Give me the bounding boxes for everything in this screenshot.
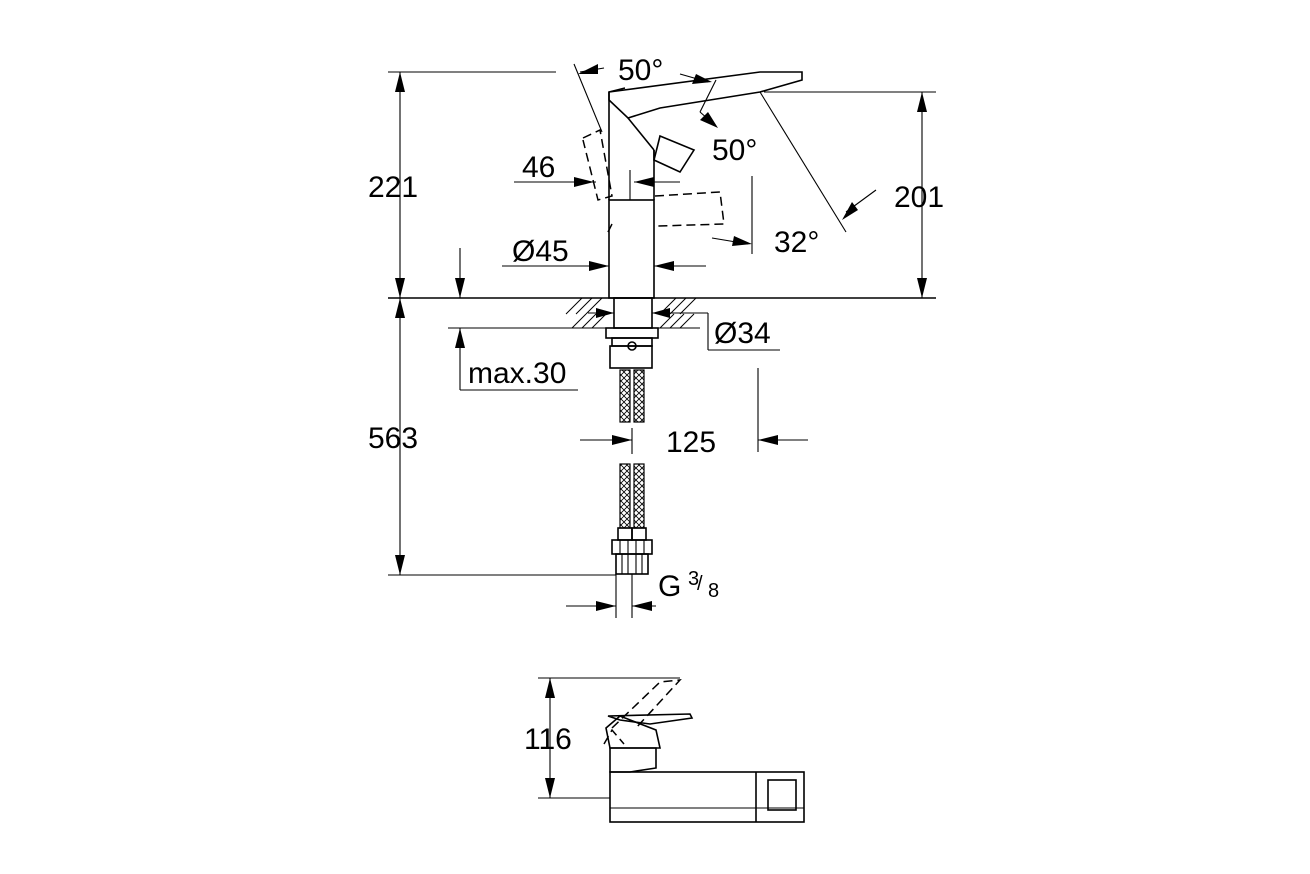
lever-dashed-left	[582, 128, 613, 201]
label-thread-numerator: 3	[688, 568, 699, 590]
dim-d34-lines	[588, 308, 780, 351]
label-angle-top: 50°	[618, 54, 663, 87]
faucet-body-lower	[608, 199, 655, 299]
dim-d45-lines	[502, 261, 706, 271]
base-side	[609, 747, 657, 773]
lever-dashed-right	[654, 191, 725, 227]
handle-side	[607, 713, 694, 725]
hose-right-upper	[633, 369, 645, 423]
aerator-outlet	[767, 779, 797, 811]
svg-text:/: /	[697, 573, 703, 595]
label-height-221: 221	[368, 171, 418, 204]
hose-fittings	[611, 527, 653, 575]
dim-angle-right-lines	[699, 111, 718, 128]
faucet-side-view	[538, 677, 805, 823]
label-diameter-34: Ø34	[714, 317, 771, 350]
dim-angle-top-lines	[573, 63, 717, 133]
label-thread-g: G	[658, 570, 681, 603]
dim-46-lines	[514, 177, 680, 187]
dim-563-lines	[388, 298, 616, 576]
dim-221-lines	[388, 71, 556, 298]
mounting-nut	[605, 327, 659, 339]
dim-125-lines	[580, 368, 808, 454]
dim-angle-lower-lines	[711, 91, 877, 254]
hose-left-lower	[619, 463, 631, 529]
label-height-116: 116	[524, 723, 572, 756]
spout-head	[653, 134, 696, 174]
handle-dashed-side	[611, 679, 682, 729]
label-diameter-45: Ø45	[512, 235, 569, 268]
dim-201-lines	[764, 91, 936, 298]
spout-body-side	[609, 771, 805, 823]
dim-g38-lines	[566, 574, 656, 618]
label-angle-right: 50°	[712, 134, 757, 167]
faucet-front-view	[388, 63, 936, 618]
dim-max30-lines	[448, 248, 608, 391]
hose-right-lower	[633, 463, 645, 529]
shank-lower	[609, 345, 653, 369]
label-reach-125: 125	[666, 426, 716, 459]
label-thread-denominator: 8	[708, 580, 719, 602]
shank-upper	[613, 297, 653, 329]
label-length-563: 563	[368, 422, 418, 455]
label-height-201: 201	[894, 181, 944, 214]
hose-left-upper	[619, 369, 631, 423]
label-angle-lower: 32°	[774, 226, 819, 259]
label-max-30: max.30	[468, 357, 566, 390]
label-width-46: 46	[522, 151, 555, 184]
